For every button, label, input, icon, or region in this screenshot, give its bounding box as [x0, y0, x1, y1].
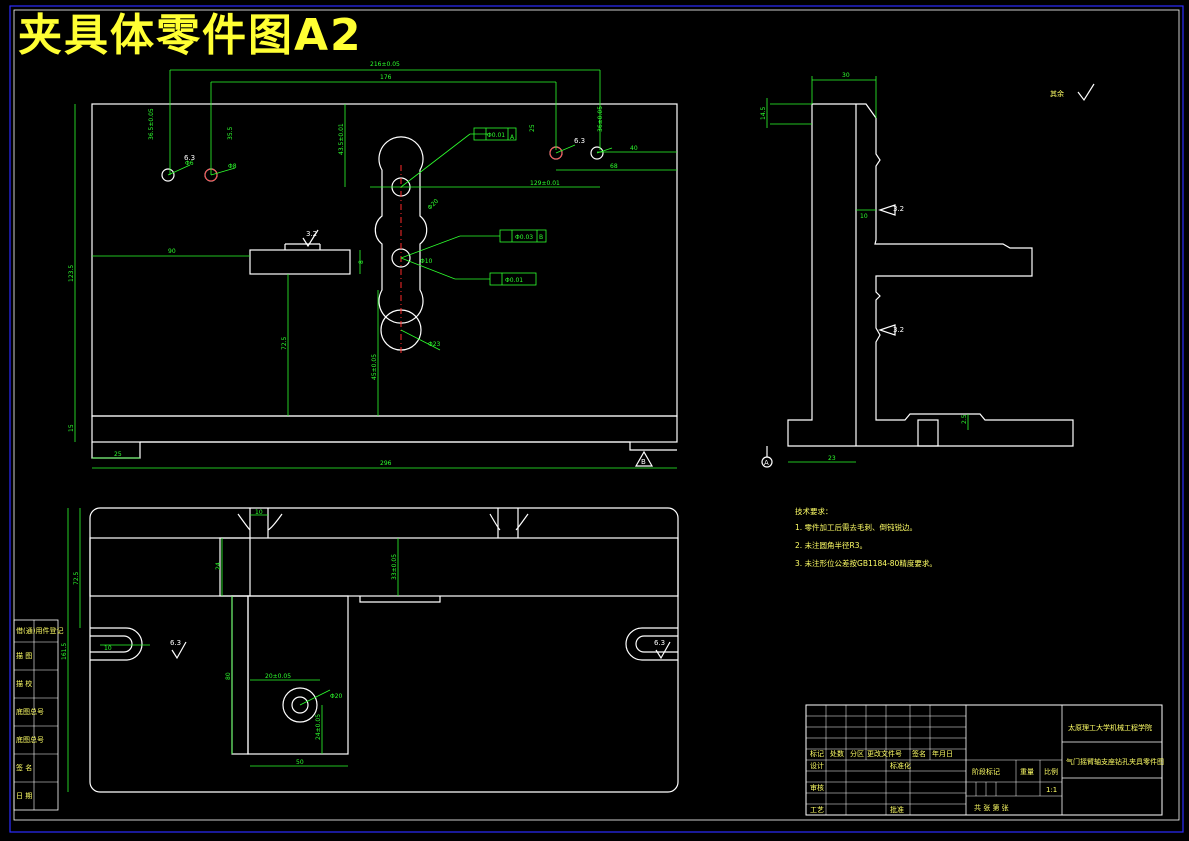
rough-plan-1: 6.3: [170, 639, 181, 647]
dim-plan-20: 20±0.05: [265, 673, 291, 680]
datum-a-side: A: [764, 459, 769, 467]
dim-plan-33: 33±0.05: [391, 554, 398, 580]
tb-scale-label: 比例: [1044, 767, 1058, 776]
left-strip: [13, 619, 59, 811]
dim-dia8: Φ8: [228, 163, 237, 170]
dim-plan-dia: Φ20: [330, 693, 343, 700]
tb-review: 审核: [810, 783, 824, 792]
tb-standard: 标准化: [890, 761, 911, 770]
dim-dia23: Φ23: [428, 341, 441, 348]
side-view: [761, 76, 1095, 468]
dim-216: 216±0.05: [370, 61, 400, 68]
rough-other: 其余: [1050, 89, 1064, 98]
tol-2: Φ0.03: [515, 234, 533, 241]
tb-process: 工艺: [810, 806, 824, 814]
rough-1: 3.2: [306, 230, 317, 238]
dim-68: 68: [610, 163, 618, 170]
rough-side-1: 3.2: [893, 205, 904, 213]
rough-2: 6.3: [184, 154, 195, 162]
inner-frame: [13, 9, 1180, 821]
datum-a-front: B: [641, 458, 646, 466]
tb-approve: 批准: [890, 805, 904, 814]
strip-3: 底图总号: [16, 707, 44, 716]
strip-1: 描 图: [16, 651, 32, 660]
dim-25b: 25: [114, 451, 122, 458]
note-1: 1. 零件加工后需去毛刺、倒钝锐边。: [795, 522, 917, 532]
dim-plan-24: 24: [215, 562, 222, 570]
plan-view: [67, 507, 679, 793]
strip-0: 借(通)用件登记: [16, 626, 63, 635]
dim-side-25: 2.5: [961, 414, 968, 424]
tol-1-ref: A: [510, 134, 515, 141]
dim-plan-1615: 161.5: [61, 643, 68, 660]
tb-drawing-name: 气门摇臂轴支座钻孔夹具零件图: [1066, 757, 1164, 766]
tb-row-0: 标记: [810, 749, 824, 758]
tol-1: Φ0.01: [487, 132, 505, 139]
tb-sheet: 共 张 第 张: [974, 803, 1009, 812]
dim-355: 35.5: [227, 126, 234, 140]
dim-dia6: Φ6: [185, 160, 194, 167]
dim-dia10: Φ10: [420, 258, 433, 265]
strip-2: 描 校: [16, 679, 32, 688]
dim-side-145: 14.5: [760, 106, 767, 120]
dim-25: 25: [529, 124, 536, 132]
strip-6: 日 期: [16, 792, 32, 800]
dim-8: 8: [358, 260, 365, 264]
strip-4: 底图总号: [16, 735, 44, 744]
tb-scale: 1:1: [1046, 786, 1057, 794]
strip-5: 签 名: [16, 763, 32, 772]
front-view: [74, 69, 678, 469]
tb-row-4: 签名: [912, 749, 926, 758]
dim-45: 45±0.05: [371, 354, 378, 380]
dim-side-23: 23: [828, 455, 836, 462]
drawing-title: 夹具体零件图A2: [18, 10, 363, 61]
tb-weight: 重量: [1020, 768, 1034, 776]
tol-3: Φ0.01: [505, 277, 523, 284]
rough-side-2: 3.2: [893, 326, 904, 334]
dim-725: 72.5: [281, 336, 288, 350]
tb-school: 太原理工大学机械工程学院: [1068, 723, 1152, 732]
dim-435: 43.5±0.01: [338, 123, 345, 155]
note-2: 2. 未注圆角半径R3。: [795, 540, 867, 550]
dim-40: 40: [630, 145, 638, 152]
title-block: [805, 704, 1163, 816]
tb-row-2: 分区: [850, 749, 864, 758]
dim-176: 176: [380, 74, 392, 81]
tol-2-ref: B: [539, 234, 543, 241]
dim-plan-725: 72.5: [73, 571, 80, 585]
rough-plan-2: 6.3: [654, 639, 665, 647]
dim-side-30: 30: [842, 72, 850, 79]
dim-side-10: 10: [860, 213, 868, 220]
dim-296: 296: [380, 460, 392, 467]
dim-1235: 123.5: [68, 265, 75, 282]
dim-15: 15: [68, 424, 75, 432]
tb-design: 设计: [810, 761, 824, 770]
tb-row-5: 年月日: [932, 749, 953, 758]
dim-365: 36.5±0.05: [148, 108, 155, 140]
tb-row-3: 更改文件号: [867, 749, 902, 758]
note-3: 3. 未注形位公差按GB1184-80精度要求。: [795, 558, 937, 568]
dim-plan-80: 80: [225, 672, 232, 680]
tb-stage: 阶段标记: [972, 767, 1000, 776]
notes-heading: 技术要求：: [795, 506, 833, 516]
dim-plan-10: 10: [255, 509, 263, 516]
tb-row-1: 处数: [830, 749, 844, 758]
dim-plan-50: 50: [296, 759, 304, 766]
sheet-border: [9, 5, 1184, 833]
dim-90: 90: [168, 248, 176, 255]
dim-plan-24b: 24±0.05: [315, 714, 322, 740]
dim-36: 36±0.05: [597, 106, 604, 132]
dim-129: 129±0.01: [530, 180, 560, 187]
dim-plan-10b: 10: [104, 645, 112, 652]
dim-dia20: Φ20: [426, 198, 440, 212]
rough-3: 6.3: [574, 137, 585, 145]
